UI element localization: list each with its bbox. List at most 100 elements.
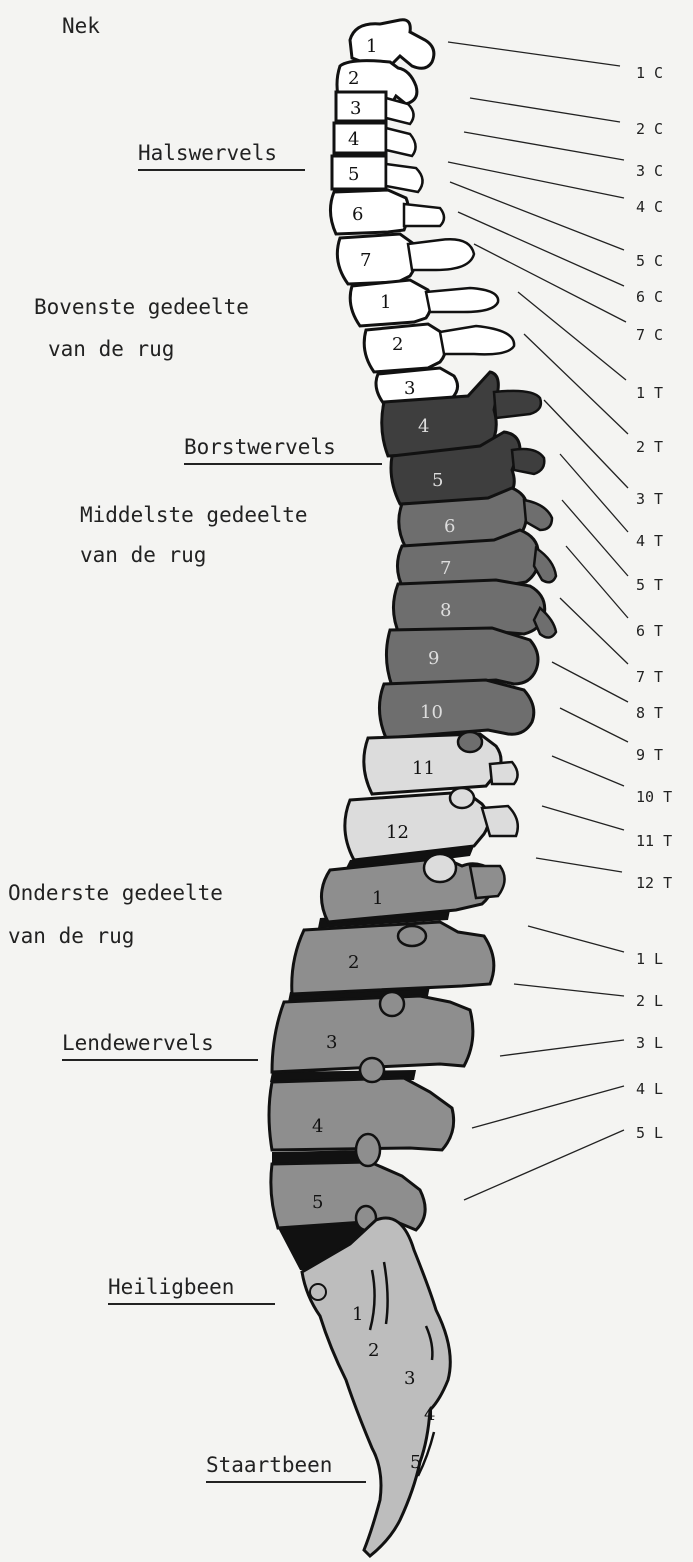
vertebra-t7-number: 7: [440, 558, 451, 579]
process-t1: [426, 288, 498, 312]
vertebra-c3-number: 3: [350, 98, 361, 119]
vertebra-c4: [334, 123, 386, 153]
side-label-3t: 3 T: [636, 490, 663, 508]
side-label-5l: 5 L: [636, 1124, 663, 1142]
vertebra-l5: [271, 1162, 425, 1230]
leader-8t: [552, 662, 628, 702]
side-label-1c: 1 C: [636, 64, 663, 82]
process-t2: [440, 326, 514, 354]
leader-2c: [470, 98, 620, 122]
leader-4l: [472, 1086, 624, 1128]
label-middelste-1: Middelste gedeelte: [80, 503, 308, 527]
vertebra-l2: [292, 922, 494, 994]
vertebra-c2-number: 2: [348, 68, 359, 89]
vertebra-l1: [321, 858, 493, 922]
vertebra-c1-number: 1: [366, 36, 377, 57]
lower-thoracic-vertebrae: 11 12: [345, 734, 518, 860]
nodule-t12: [424, 854, 456, 882]
vertebra-c7: [337, 234, 416, 284]
process-t8: [534, 608, 556, 638]
vertebra-l2-number: 2: [348, 952, 359, 973]
side-label-5c: 5 C: [636, 252, 663, 270]
side-label-5t: 5 T: [636, 576, 663, 594]
vertebra-t10-number: 10: [420, 702, 443, 723]
vertebra-t3-number: 3: [404, 378, 415, 399]
leader-2l: [514, 984, 624, 996]
nodule-l3: [360, 1058, 384, 1082]
sacral-3-number: 3: [404, 1368, 415, 1389]
vertebra-c5-number: 5: [348, 164, 359, 185]
side-label-1l: 1 L: [636, 950, 663, 968]
side-label-2t: 2 T: [636, 438, 663, 456]
side-label-3c: 3 C: [636, 162, 663, 180]
leader-5t: [562, 500, 628, 576]
leader-1l: [528, 926, 624, 952]
side-label-1t: 1 T: [636, 384, 663, 402]
vertebra-l1-number: 1: [372, 888, 383, 909]
label-borstwervels: Borstwervels: [184, 435, 336, 459]
side-label-7c: 7 C: [636, 326, 663, 344]
label-bovenste-2: van de rug: [48, 337, 174, 361]
process-t5: [512, 449, 544, 474]
leader-3t: [544, 400, 628, 488]
side-label-4c: 4 C: [636, 198, 663, 216]
vertebra-t9-number: 9: [428, 648, 439, 669]
leader-1c: [448, 42, 620, 66]
mid-thoracic-vertebrae: 6 7 8 9 10: [379, 488, 556, 738]
vertebra-t2: [364, 324, 446, 372]
side-label-9t: 9 T: [636, 746, 663, 764]
leader-10t: [552, 756, 624, 786]
process-l1: [470, 866, 505, 898]
leader-7t: [560, 598, 628, 664]
sacral-2-number: 2: [368, 1340, 379, 1361]
vertebra-l4-number: 4: [312, 1116, 323, 1137]
side-label-6c: 6 C: [636, 288, 663, 306]
leader-6t: [566, 546, 628, 618]
nodule-t10: [458, 732, 482, 752]
vertebra-l3-number: 3: [326, 1032, 337, 1053]
leader-4t: [560, 454, 628, 532]
vertebra-t1-number: 1: [380, 292, 391, 313]
process-t12: [482, 806, 518, 836]
leader-12t: [536, 858, 622, 872]
label-nek: Nek: [62, 14, 100, 38]
leader-9t: [560, 708, 628, 742]
nodule-l1: [398, 926, 426, 946]
process-c5: [386, 164, 423, 192]
process-t6: [524, 500, 552, 530]
label-onderste-1: Onderste gedeelte: [8, 881, 223, 905]
side-label-12t: 12 T: [636, 874, 672, 892]
sacrum-coccyx: 1 2 3 4 5: [302, 1218, 450, 1556]
label-onderste-2: van de rug: [8, 924, 134, 948]
side-label-7t: 7 T: [636, 668, 663, 686]
process-t11: [490, 762, 518, 784]
nodule-l4: [356, 1134, 380, 1166]
nodule-t11: [450, 788, 474, 808]
vertebra-c7-number: 7: [360, 250, 371, 271]
vertebra-t11-number: 11: [412, 758, 435, 779]
vertebra-c6: [330, 190, 408, 234]
sacral-4-number: 4: [424, 1404, 435, 1425]
leader-3c: [464, 132, 624, 160]
vertebra-t9: [386, 628, 538, 686]
leader-11t: [542, 806, 624, 830]
label-bovenste-1: Bovenste gedeelte: [34, 295, 249, 319]
side-label-10t: 10 T: [636, 788, 672, 806]
vertebra-t8-number: 8: [440, 600, 451, 621]
vertebra-t2-number: 2: [392, 334, 403, 355]
leader-7c: [474, 244, 626, 322]
side-label-2l: 2 L: [636, 992, 663, 1010]
vertebra-c6-number: 6: [352, 204, 363, 225]
label-lendewervels: Lendewervels: [62, 1031, 214, 1055]
label-heiligbeen: Heiligbeen: [108, 1275, 234, 1299]
vertebra-c4-number: 4: [348, 129, 359, 150]
process-t4: [494, 391, 541, 418]
side-label-4t: 4 T: [636, 532, 663, 550]
side-label-8t: 8 T: [636, 704, 663, 722]
label-halswervels: Halswervels: [138, 141, 277, 165]
vertebra-t6-number: 6: [444, 516, 455, 537]
side-label-6t: 6 T: [636, 622, 663, 640]
label-middelste-2: van de rug: [80, 543, 206, 567]
